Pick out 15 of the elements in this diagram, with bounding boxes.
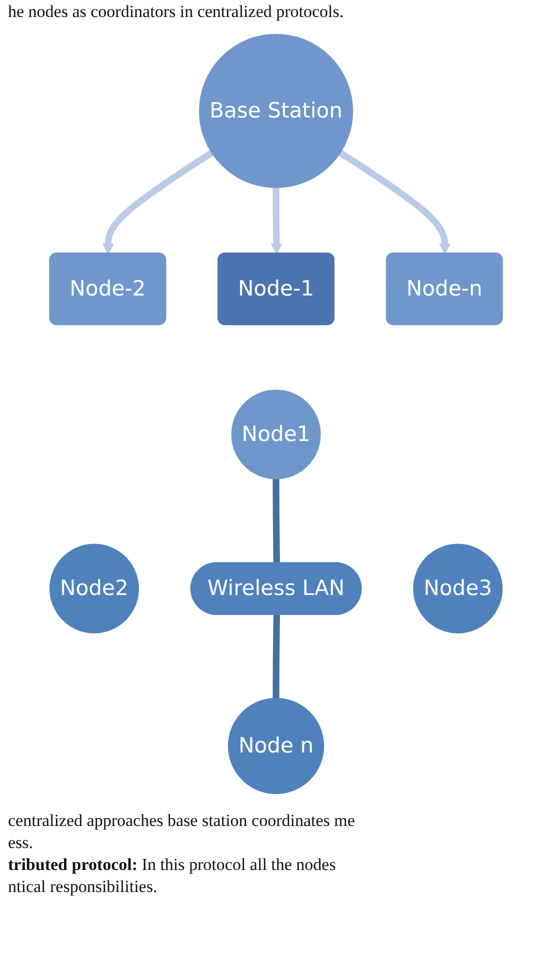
connector xyxy=(272,614,280,699)
arrow xyxy=(270,187,282,254)
paragraph-text: tributed protocol: In this protocol all the nodes xyxy=(8,855,337,875)
connector xyxy=(272,478,280,564)
arrow xyxy=(102,150,214,254)
node-circle: Base Station xyxy=(198,34,354,188)
arrow xyxy=(338,150,451,254)
paragraph-text: he nodes as coordinators in centralized protocols. xyxy=(8,2,345,22)
paragraph-text: centralized approaches base station coordinates me xyxy=(8,811,356,831)
node-circle: Node3 xyxy=(413,544,503,634)
paragraph-text: ntical responsibilities. xyxy=(8,877,158,897)
node-circle: Node1 xyxy=(231,390,321,480)
paragraph-text: ess. xyxy=(8,833,34,853)
node-circle: Node n xyxy=(228,698,324,794)
node-circle: Node2 xyxy=(49,544,139,634)
